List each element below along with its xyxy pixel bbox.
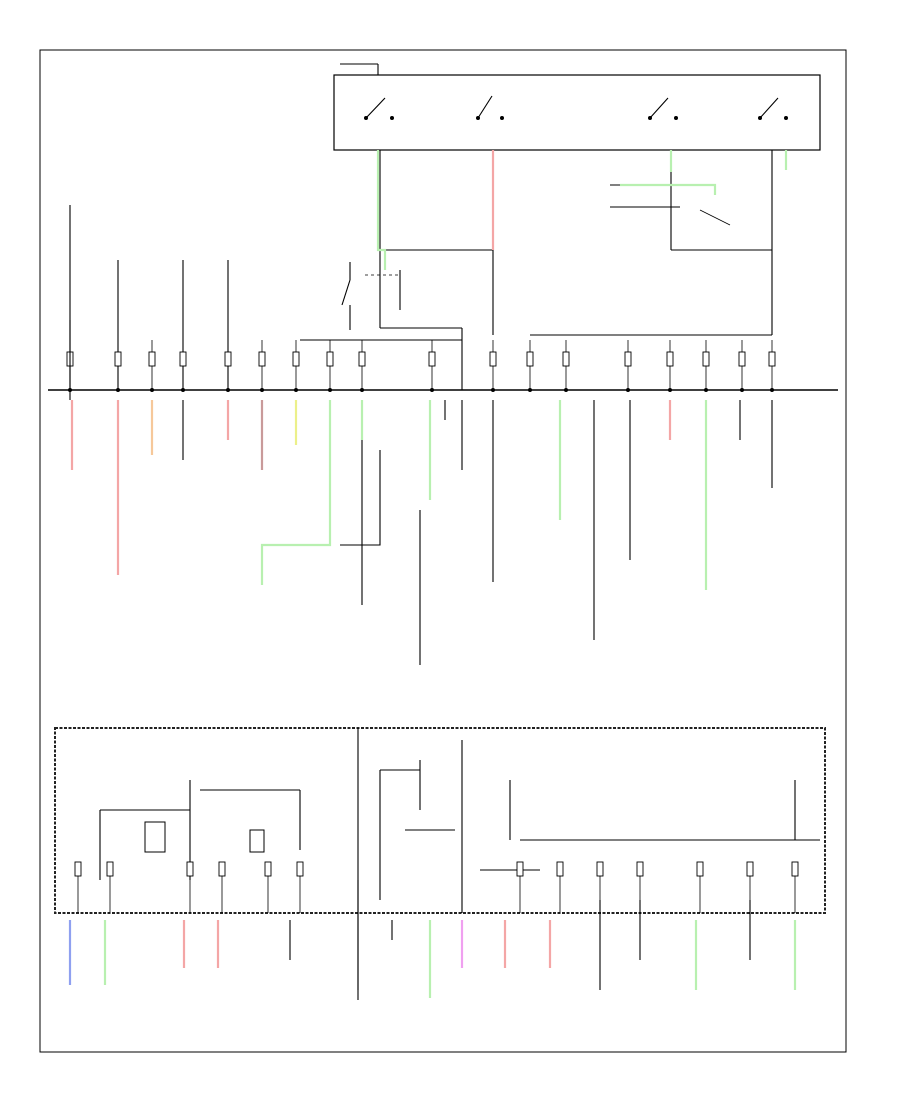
fuse-symbol (296, 861, 304, 913)
fuse-symbol (326, 340, 334, 392)
fuse-symbol (666, 340, 674, 392)
bottom-junction-block (54, 727, 826, 914)
colored-wire-set (68, 150, 797, 998)
fuse-symbol (738, 340, 746, 392)
fuse-symbol (224, 340, 232, 392)
fuse-symbol (768, 340, 776, 392)
fuse-symbol (696, 861, 704, 913)
fuse-symbol (186, 861, 194, 913)
top-fuse-row (66, 340, 776, 392)
fuse-symbol (292, 340, 300, 392)
junction-relay-1 (99, 780, 191, 880)
relay-switch-left (341, 262, 401, 330)
fuse-symbol (264, 861, 272, 913)
fuse-symbol (489, 340, 497, 392)
fuse-symbol (428, 340, 436, 392)
fuse-symbol (74, 861, 82, 913)
junction-fuse-row (74, 861, 799, 913)
green-wire (620, 183, 717, 195)
fuse-symbol (624, 340, 632, 392)
fuse-symbol (114, 340, 122, 392)
branch-wire (340, 450, 381, 546)
green-wire (260, 400, 332, 585)
ignition-switch-contact-2 (476, 95, 504, 120)
fuse-symbol (526, 340, 534, 392)
fuse-symbol (562, 340, 570, 392)
junction-relay-2 (200, 789, 301, 853)
fuse-symbol (218, 861, 226, 913)
fuse-symbol (791, 861, 799, 913)
fuse-symbol (258, 340, 266, 392)
fuse-symbol (148, 340, 156, 392)
ignition-switch-contact-3 (648, 97, 678, 120)
top-switch-box (333, 63, 821, 151)
junction-relay-3 (379, 760, 540, 900)
ignition-switch-contact-4 (758, 97, 788, 120)
fuse-symbol (106, 861, 114, 913)
fuse-symbol (702, 340, 710, 392)
ignition-switch-contact-1 (364, 97, 394, 120)
fuse-symbol (556, 861, 564, 913)
fuse-symbol (179, 340, 187, 392)
black-wire-set (69, 320, 773, 990)
diagram-border (39, 49, 847, 1053)
fuse-symbol (358, 340, 366, 392)
green-wire (376, 150, 387, 270)
fuse-symbol (516, 861, 524, 913)
